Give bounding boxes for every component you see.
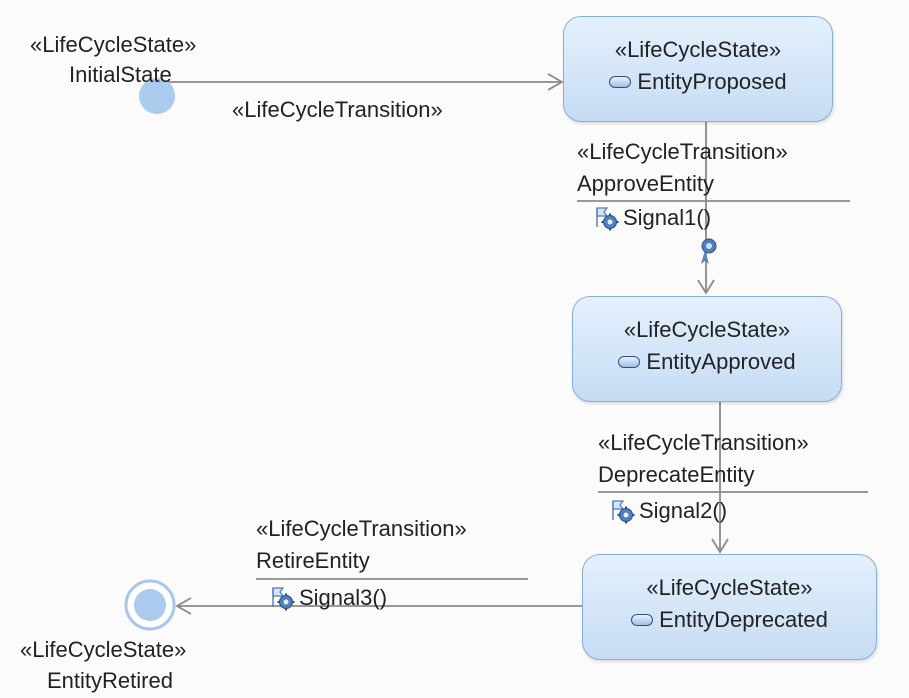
- retire-transition-name: RetireEntity: [256, 548, 370, 573]
- deprecate-signal[interactable]: Signal2(): [610, 498, 727, 524]
- initial-node[interactable]: [139, 78, 175, 114]
- retired-state-name: EntityRetired: [47, 668, 173, 693]
- deprecate-transition-name: DeprecateEntity: [598, 462, 755, 487]
- signal-gear-icon: [612, 500, 635, 524]
- state-stereotype: «LifeCycleState»: [614, 37, 782, 62]
- initial-transition-stereotype: «LifeCycleTransition»: [232, 97, 443, 122]
- state-entity-deprecated[interactable]: «LifeCycleState» EntityDeprecated: [582, 554, 877, 660]
- approve-transition-stereotype: «LifeCycleTransition»: [577, 139, 788, 164]
- signal-label: Signal1(): [623, 205, 712, 230]
- state-name: EntityApproved: [646, 349, 796, 374]
- state-name: EntityDeprecated: [659, 607, 828, 632]
- signal-label: Signal3(): [299, 585, 388, 610]
- arrowhead-deprecated: [711, 538, 729, 554]
- retire-transition-stereotype: «LifeCycleTransition»: [256, 516, 467, 541]
- arrowhead-approved: [697, 279, 715, 295]
- state-name-row: EntityApproved: [573, 349, 841, 375]
- state-stereotype: «LifeCycleState»: [623, 317, 791, 342]
- state-entity-approved[interactable]: «LifeCycleState» EntityApproved: [572, 296, 842, 402]
- signal-label: Signal2(): [639, 498, 728, 523]
- state-name-row: EntityProposed: [564, 69, 832, 95]
- state-pill-icon: [609, 76, 632, 88]
- approve-transition-name: ApproveEntity: [577, 171, 714, 196]
- ribbon-marker-icon: [701, 238, 717, 264]
- signal-gear-icon: [596, 207, 619, 231]
- state-name: EntityProposed: [637, 69, 787, 94]
- arrowhead-proposed: [547, 73, 564, 91]
- state-stereotype: «LifeCycleState»: [646, 575, 813, 600]
- retire-signal[interactable]: Signal3(): [270, 585, 387, 611]
- final-node[interactable]: [124, 579, 176, 631]
- state-entity-proposed[interactable]: «LifeCycleState» EntityProposed: [563, 16, 833, 122]
- state-pill-icon: [631, 614, 654, 626]
- state-pill-icon: [618, 356, 641, 368]
- retired-state-stereotype: «LifeCycleState»: [20, 637, 187, 662]
- initial-state-name: InitialState: [69, 62, 172, 87]
- arrowhead-retired: [175, 597, 192, 615]
- approve-signal[interactable]: Signal1(): [594, 205, 711, 231]
- state-name-row: EntityDeprecated: [583, 607, 876, 633]
- deprecate-transition-stereotype: «LifeCycleTransition»: [598, 430, 809, 455]
- signal-gear-icon: [272, 587, 295, 611]
- initial-state-stereotype: «LifeCycleState»: [30, 32, 197, 57]
